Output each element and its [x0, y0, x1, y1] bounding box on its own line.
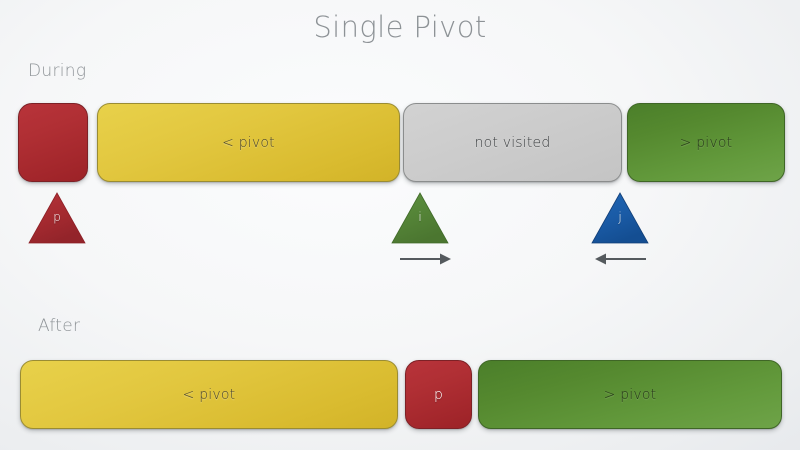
triangle-up-icon — [591, 192, 649, 244]
section-label-after: After — [38, 316, 81, 336]
triangle-up-icon — [28, 192, 86, 244]
page-title: Single Pivot — [313, 10, 487, 44]
during-bar-greater-than-pivot: > pivot — [627, 103, 785, 182]
j-marker: j — [589, 190, 651, 246]
after-bar-greater-than-pivot: > pivot — [478, 360, 782, 429]
during-bar-not-visited: not visited — [403, 103, 622, 182]
arrow-left-icon — [592, 251, 648, 267]
after-bar-less-than-pivot: < pivot — [20, 360, 398, 429]
arrow-right-icon — [398, 251, 454, 267]
i-marker: i — [389, 190, 451, 246]
during-bar-pivot-block — [18, 103, 88, 182]
pivot-marker: p — [26, 190, 88, 246]
triangle-up-icon — [391, 192, 449, 244]
section-label-during: During — [28, 61, 87, 81]
during-bar-less-than-pivot: < pivot — [97, 103, 400, 182]
after-bar-pivot-block: p — [405, 360, 472, 429]
